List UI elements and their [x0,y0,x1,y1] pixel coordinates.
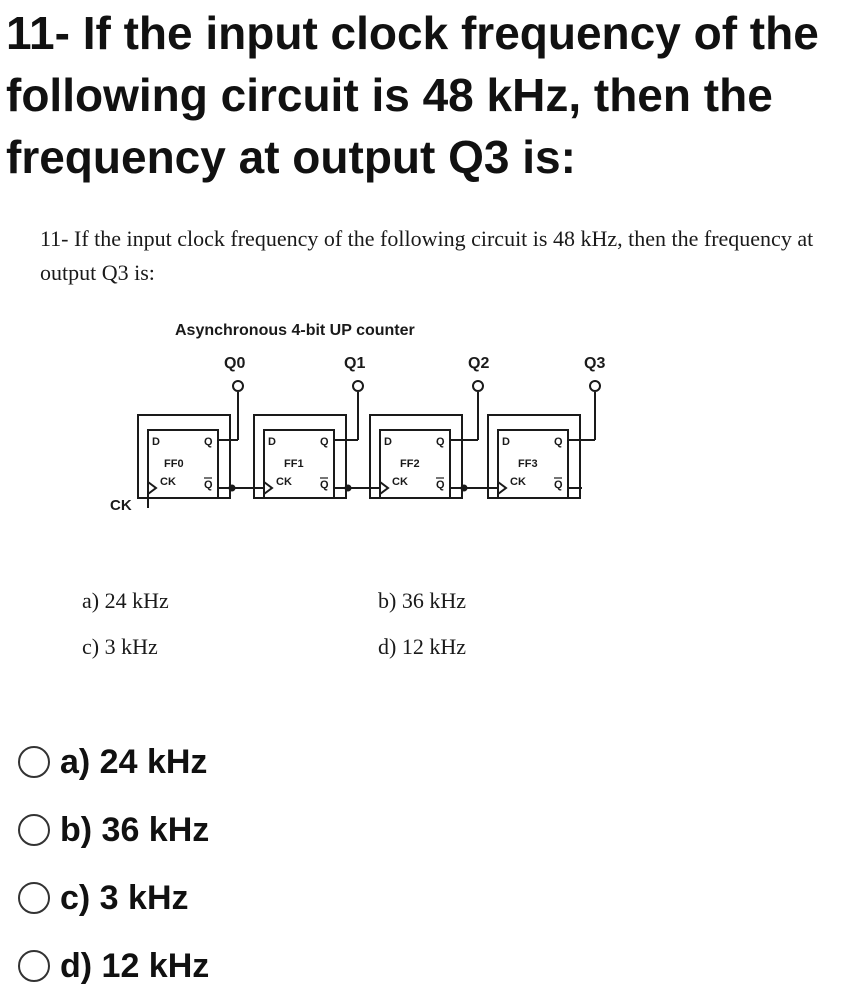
scan-option-b: b) 36 kHz [378,588,466,613]
ff1-pin-qbar: Q [320,479,329,491]
scanned-question-text: 11- If the input clock frequency of the … [40,226,814,285]
output-label-q1: Q1 [344,355,365,372]
ff0-pin-ck: CK [160,476,176,488]
question-title: 11- If the input clock frequency of the … [6,7,819,183]
ff3-pin-ck: CK [510,476,526,488]
answer-label-a: a) 24 kHz [60,742,208,781]
ff2-name: FF2 [400,458,420,470]
clock-triangles [147,481,508,495]
answer-label-b: b) 36 kHz [60,810,210,849]
ff1-pin-d: D [268,436,276,448]
answer-option-d[interactable]: d) 12 kHz [18,932,209,1000]
answer-label-d: d) 12 kHz [60,946,210,985]
ff3-name: FF3 [518,458,538,470]
radio-button-c[interactable] [18,882,50,914]
ff2-pin-qbar: Q [436,479,445,491]
ff1-pin-q: Q [320,436,329,448]
ff2-pin-ck: CK [392,476,408,488]
ff0-pin-q: Q [204,436,213,448]
flipflop-ff3 [487,414,581,499]
output-label-q0: Q0 [224,355,245,372]
ff3-pin-q: Q [554,436,563,448]
q-output-wires [218,380,601,441]
ff0-pin-d: D [152,436,160,448]
answer-options: a) 24 kHz b) 36 kHz c) 3 kHz d) 12 kHz [18,728,209,1000]
scan-option-d: d) 12 kHz [378,634,466,659]
output-label-q2: Q2 [468,355,489,372]
clock-input-label: CK [110,497,132,514]
ff0-pin-qbar: Q [204,479,213,491]
scan-option-a: a) 24 kHz [82,588,169,613]
ff3-pin-qbar: Q [554,479,563,491]
ff2-pin-q: Q [436,436,445,448]
answer-option-b[interactable]: b) 36 kHz [18,796,209,864]
ff1-name: FF1 [284,458,304,470]
qbar-clock-wires [147,484,582,508]
flipflop-ff1 [253,414,347,499]
output-label-q3: Q3 [584,355,605,372]
ff1-pin-ck: CK [276,476,292,488]
ff2-pin-d: D [384,436,392,448]
radio-button-a[interactable] [18,746,50,778]
answer-option-a[interactable]: a) 24 kHz [18,728,209,796]
radio-button-b[interactable] [18,814,50,846]
answer-option-c[interactable]: c) 3 kHz [18,864,209,932]
scan-option-c: c) 3 kHz [82,634,158,659]
flipflop-ff0 [137,414,231,499]
ff3-pin-d: D [502,436,510,448]
flipflop-ff2 [369,414,463,499]
diagram-title: Asynchronous 4-bit UP counter [175,322,415,339]
ff0-name: FF0 [164,458,184,470]
counter-circuit-diagram: Q0 Q1 Q2 Q3 D Q FF0 CK Q D Q FF1 CK Q D … [0,340,846,530]
radio-button-d[interactable] [18,950,50,982]
answer-label-c: c) 3 kHz [60,878,189,917]
